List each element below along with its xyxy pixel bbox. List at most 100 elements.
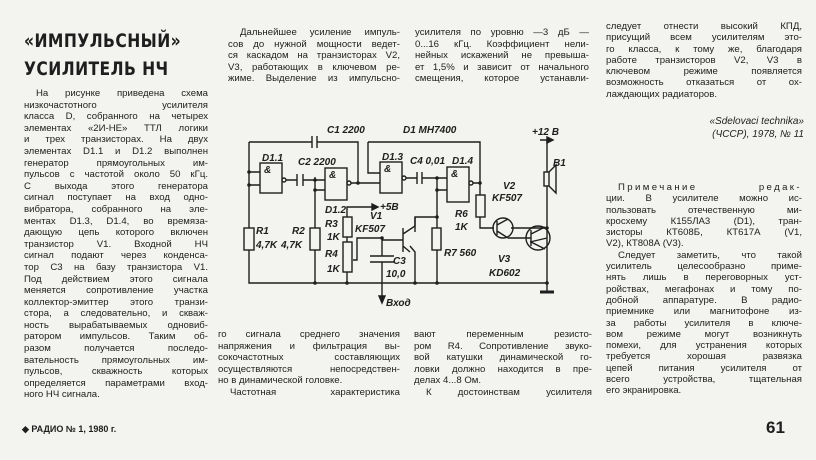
article-title-line2: УСИЛИТЕЛЬ НЧ [24, 58, 169, 80]
text-line: цепей питания усилителя от [606, 362, 802, 374]
arrow-12v [546, 135, 555, 145]
resistor-r7 [431, 227, 442, 251]
text-line: вом режиме могут возникнуть [606, 328, 802, 340]
text-line: разом получается последо- [24, 343, 208, 355]
junction-nodes [247, 170, 549, 285]
text-line: пульсов, скважность которых [24, 366, 208, 378]
label-c2: C2 2200 [298, 157, 336, 168]
text-line: жиме. Выделение из импульсно- [228, 73, 400, 85]
label-5v: +5B [380, 202, 399, 213]
text-line: ного НЧ сигнала. [24, 389, 100, 401]
text-line: нять лишь в переговорных уст- [606, 272, 802, 284]
text-line: Следует заметить, что такой [618, 249, 802, 261]
label-d1-1: D1.1 [262, 153, 284, 164]
text-line: элементах D1.1 и D1.2 выполнен [24, 145, 208, 157]
text-line: всего устройства, тщательная [606, 374, 802, 386]
label-v1: V1 [370, 211, 383, 222]
text-line: сигнал подают через конденса- [24, 250, 208, 262]
label-d1-3: D1.3 [382, 152, 404, 163]
label-c3: C3 [393, 256, 406, 267]
label-b1: B1 [553, 158, 566, 169]
label-d1-4: D1.4 [452, 156, 474, 167]
text-line: С выхода этого генератора [24, 180, 208, 192]
text-line: возможность отказаться от ох- [606, 77, 802, 89]
gate-symbol: & [384, 164, 391, 175]
text-line: Под действием этого сигнала [24, 273, 208, 285]
resistor-r6 [475, 194, 486, 218]
text-line: нейных искажений не превыша- [415, 50, 589, 62]
text-line: лаждающих радиаторов. [606, 88, 718, 100]
transistor-v1 [402, 217, 416, 253]
text-line: 0...16 кГц. Коэффициент нели- [415, 38, 589, 50]
text-line: его экранировка. [606, 385, 682, 397]
text-line: смещения, которое устанавли- [415, 73, 589, 85]
label-r3: R3 [325, 219, 338, 230]
citation-source: «Sdelovaci technika» [709, 116, 804, 127]
text-line: дающую цепь которого включен [24, 227, 208, 239]
text-line: осуществляются непосредствен- [218, 363, 400, 375]
text-line: V3, работающих в ключевом ре- [228, 61, 400, 73]
text-line: пользовать отечественную ми- [606, 204, 802, 216]
resistor-r2 [309, 227, 321, 251]
text-line: сов до нужной мощности ведет- [228, 38, 400, 50]
text-line: Дальнейшее усиление импуль- [240, 27, 400, 38]
text-line: и трех транзисторах. На двух [24, 134, 208, 146]
text-line: сигнал поступает на вход одно- [24, 192, 208, 204]
text-line: пульсов с частотой около 50 кГц. [24, 169, 208, 181]
middle-bottom-text-b: вают переменным резисто-ром R4. Сопротив… [414, 329, 592, 399]
text-line: но в динамической головке. [218, 375, 343, 387]
text-line: присущий всем усилителям это- [606, 32, 802, 44]
text-line: делах 4...8 Ом. [414, 375, 482, 387]
text-line: добной аппаратуре. В радио- [606, 294, 802, 306]
article-title-line1: «ИМПУЛЬСНЫЙ» [24, 30, 182, 52]
text-line: ции. В усилителе можно ис- [606, 193, 802, 205]
text-line: зисторы КТ608Б, КТ617А (V1, [606, 227, 802, 239]
resistor-r3 [342, 216, 353, 238]
gate-symbol: & [451, 169, 458, 180]
gate-symbol: & [329, 170, 336, 181]
text-line: следует отнести высокий КПД, [606, 21, 802, 32]
label-r2: R2 [292, 226, 305, 237]
resistor-r1 [243, 227, 255, 251]
text-line: Примечание редак- [618, 182, 802, 193]
label-r2-value: 4,7K [280, 240, 303, 251]
circuit-schematic: C1 2200 D1 MH7400 D1.1 C2 2200 D1.3 C4 0… [243, 125, 566, 309]
text-line: усилитель целесообразно приме- [606, 261, 802, 273]
magazine-footer: ◆ РАДИО № 1, 1980 г. [22, 424, 117, 434]
text-line: ность вырабатываемых одновиб- [24, 319, 208, 331]
text-line: ройствах, мегафонах и тому по- [606, 283, 802, 295]
text-line: К достоинствам усилителя [426, 386, 592, 398]
text-line: транзистор V1. Входной НЧ [24, 238, 208, 250]
text-line: ратором импульсов. Таким об- [24, 331, 208, 343]
label-v2: V2 [503, 181, 516, 192]
text-line: V2), КТ808А (V3). [606, 238, 684, 250]
speaker-b1 [543, 171, 550, 187]
text-line: вают переменным резисто- [414, 329, 592, 340]
text-line: коллектор-эмиттер этого транзи- [24, 296, 208, 308]
capacitor-c3 [370, 255, 394, 263]
text-line: На рисунке приведена схема [36, 88, 208, 99]
text-line: го сигнала среднего значения [218, 329, 400, 340]
text-line: ет 1,5% и зависит от начального [415, 61, 589, 73]
text-line: ловки должно находится в пре- [414, 363, 592, 375]
text-line: кросхему К155ЛА3 (D1), тран- [606, 215, 802, 227]
label-r1-value: 4,7K [255, 240, 278, 251]
text-line: класса D, собранного на четырех [24, 111, 208, 123]
label-r3-value: 1K [327, 232, 341, 243]
text-line: низкочастотного усилителя [24, 99, 208, 111]
text-line: приемнике или магнитофоне из- [606, 306, 802, 318]
label-v3-type: KD602 [489, 268, 521, 279]
text-line: ром R4. Сопротивление звуко- [414, 340, 592, 352]
label-r4: R4 [325, 249, 338, 260]
resistor-r4 [342, 241, 353, 273]
text-line: тор C3 на базу транзистора V1. [24, 261, 208, 273]
label-c4: C4 0,01 [410, 156, 445, 167]
page-number: 61 [766, 418, 785, 437]
text-line: определяется параметрами вход- [24, 377, 208, 389]
text-line: ся каскадом на транзисторах V2, [228, 50, 400, 62]
text-line: вательность прямоугольных им- [24, 354, 208, 366]
label-d1: D1 MH7400 [403, 125, 457, 136]
label-c1: C1 2200 [327, 125, 365, 136]
middle-top-text-b: усилителя по уровню —3 дБ —0...16 кГц. К… [415, 27, 589, 85]
